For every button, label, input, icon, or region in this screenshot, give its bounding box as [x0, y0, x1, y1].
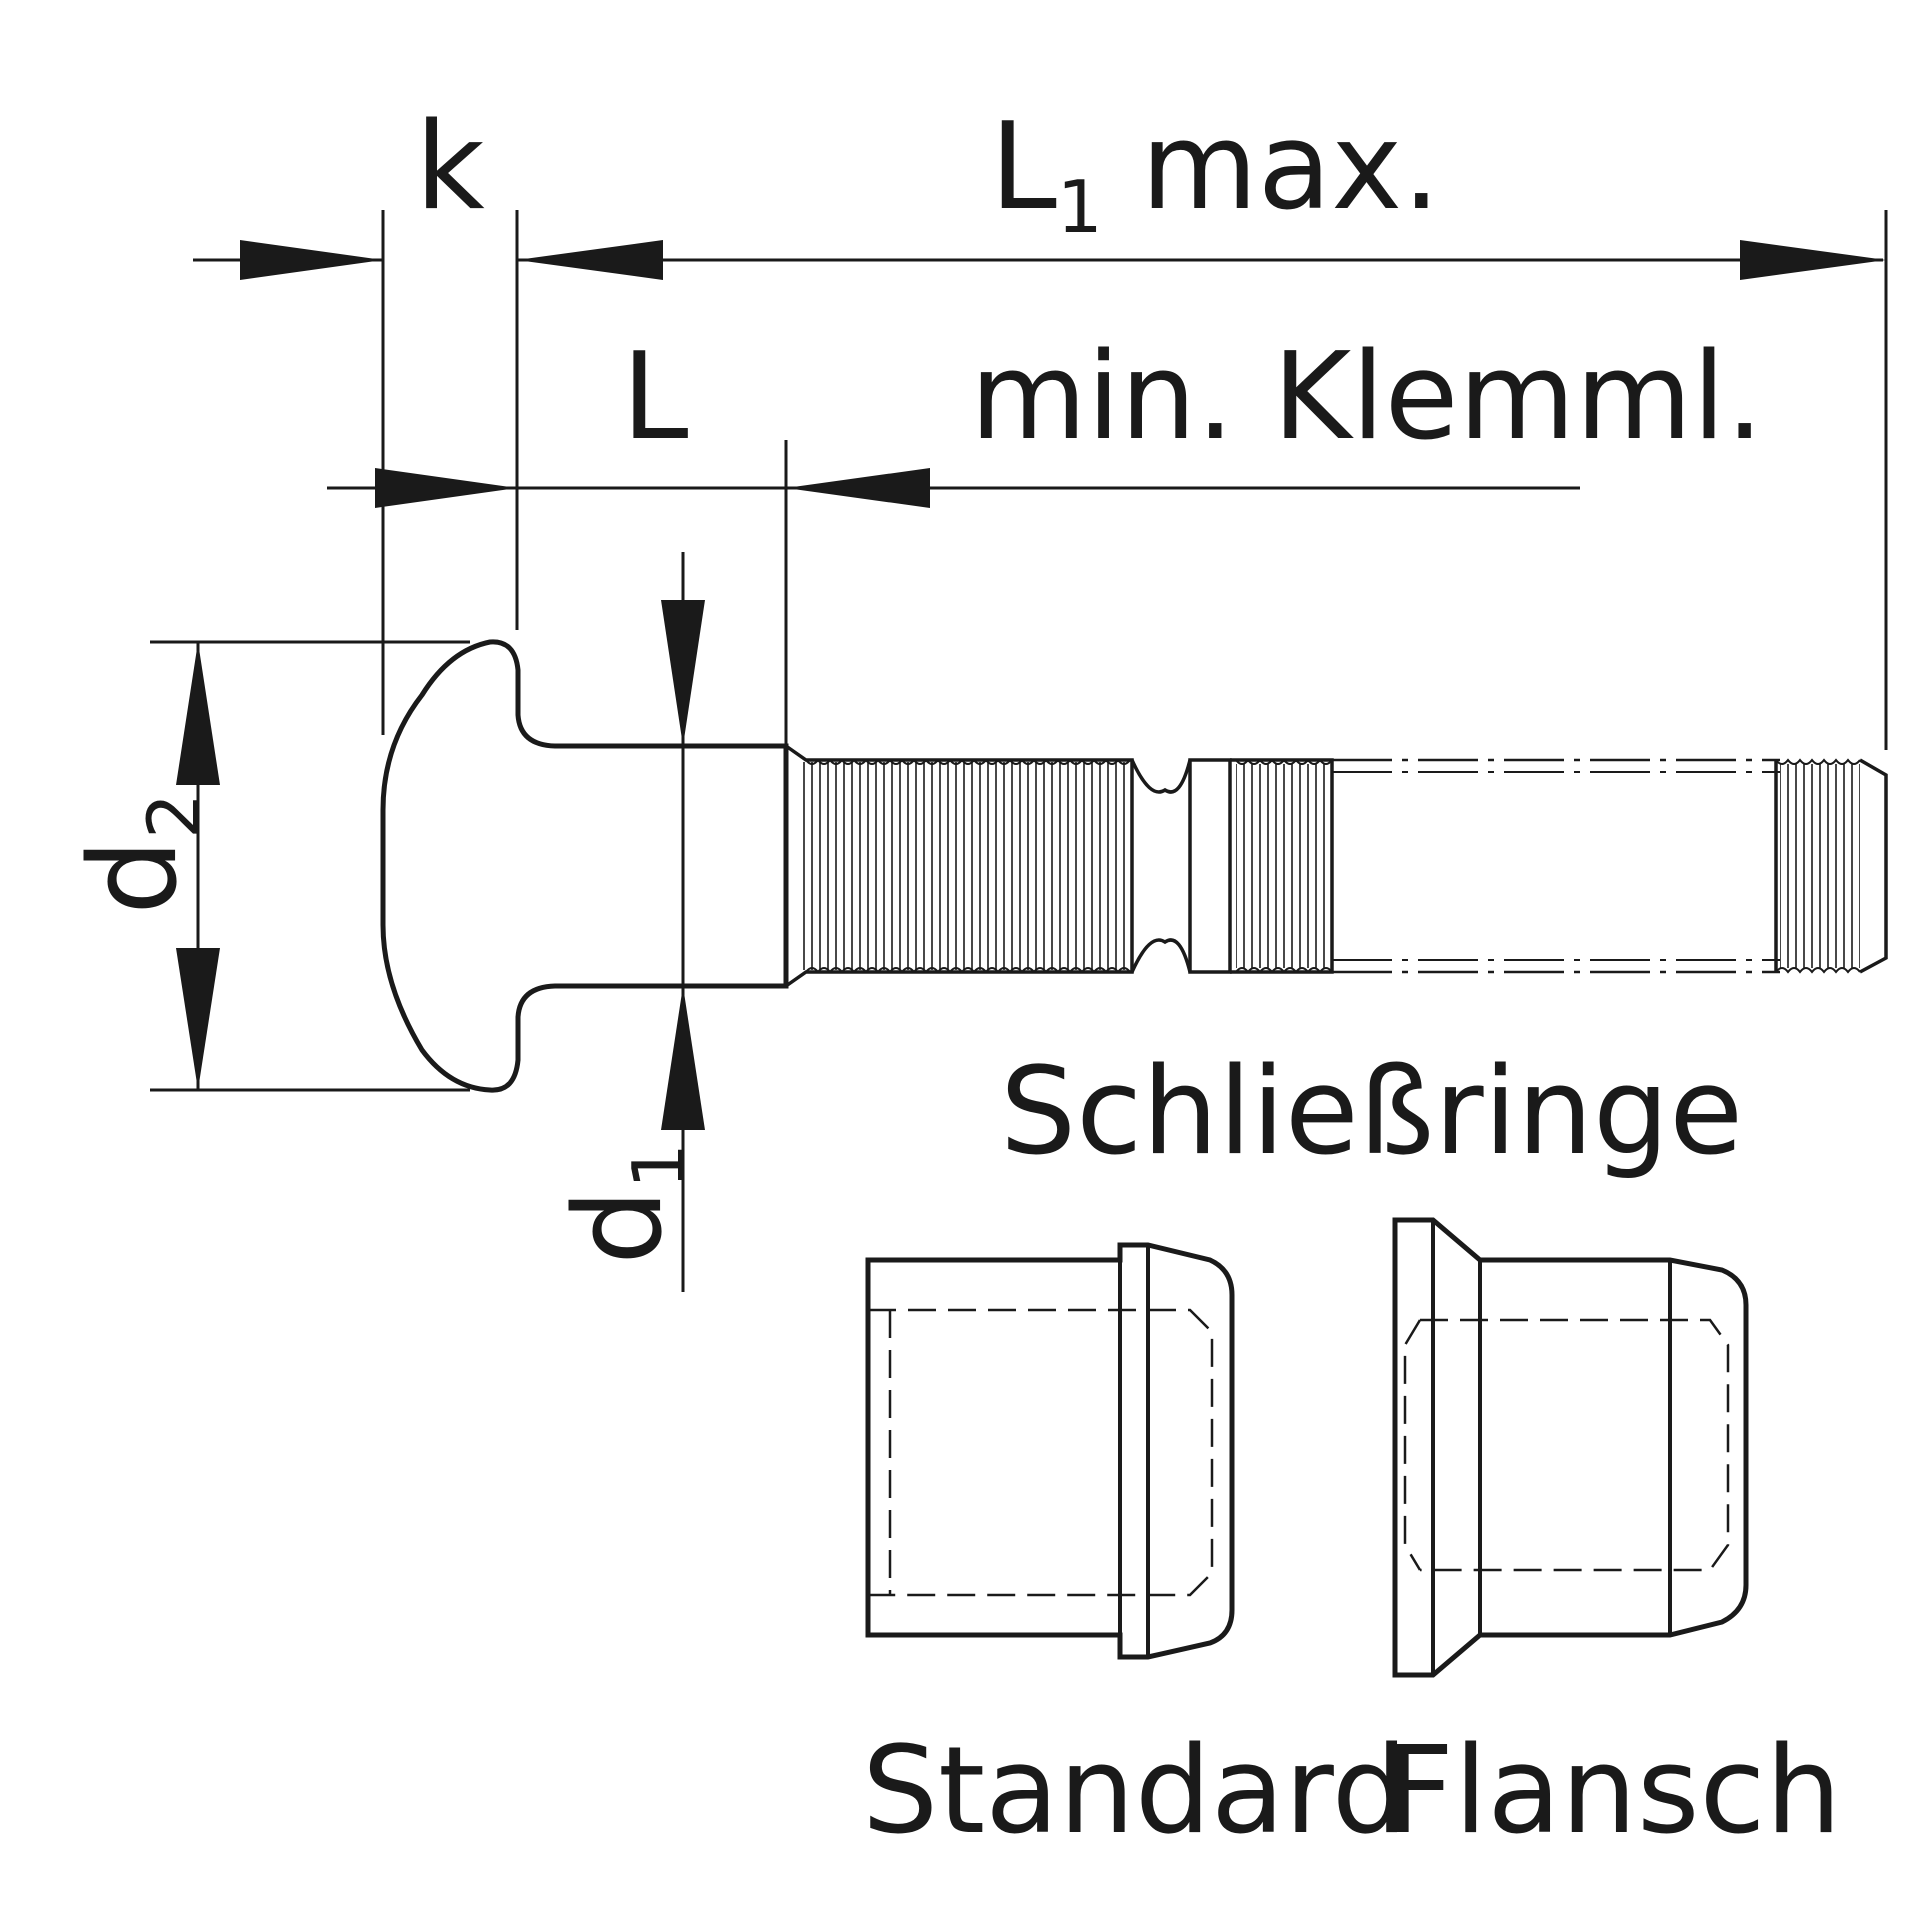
label-d2: d2: [65, 793, 216, 915]
thread-crest-top: [805, 758, 1131, 765]
label-d1: d1: [550, 1143, 701, 1265]
label-l1-max: L1 max.: [990, 98, 1440, 249]
label-k: k: [415, 98, 485, 237]
label-l1-suffix: max.: [1103, 98, 1441, 237]
label-min-klemml: min. Klemml.: [970, 328, 1764, 467]
label-flansch: Flansch: [1385, 1722, 1842, 1861]
break-neck: [1130, 759, 1192, 973]
label-d2-main: d: [65, 839, 204, 915]
dimension-k: [193, 210, 663, 735]
thread-section-tail: [1780, 764, 1860, 968]
thread-crest-bottom: [805, 967, 1131, 974]
dimension-d1: [661, 552, 705, 1292]
label-d1-main: d: [550, 1189, 689, 1265]
thread-section-pintail: [1236, 764, 1328, 968]
label-d2-sub: 2: [132, 793, 216, 839]
arrowhead: [661, 986, 705, 1130]
arrowhead: [1740, 240, 1886, 280]
dimension-l1-max: [517, 210, 1888, 750]
collar-flansch-bore: [1403, 1318, 1730, 1572]
arrowhead: [661, 600, 705, 746]
label-standard: Standard: [862, 1722, 1408, 1861]
collar-flansch: [1392, 1217, 1749, 1678]
arrowhead: [786, 468, 930, 508]
label-d1-sub: 1: [617, 1143, 701, 1189]
arrowhead: [240, 240, 383, 280]
arrowhead: [176, 642, 220, 785]
dimension-l-min-klemml: [327, 440, 1580, 745]
collar-standard: [865, 1242, 1235, 1660]
pintail-collar: [1188, 758, 1232, 974]
thread-section-main: [800, 762, 1130, 970]
lockbolt: [380, 639, 1888, 1093]
dimension-d2: [150, 640, 470, 1092]
arrowhead: [176, 948, 220, 1090]
label-l: L: [622, 328, 689, 467]
bolt-head: [380, 639, 789, 1093]
label-l1-sub: 1: [1057, 165, 1103, 249]
label-schliessringe: Schließringe: [1000, 1043, 1743, 1182]
collar-standard-bore: [868, 1308, 1214, 1597]
arrowhead: [375, 468, 517, 508]
label-l1-main: L: [990, 98, 1057, 237]
bolt-tail-end: [1859, 758, 1888, 974]
